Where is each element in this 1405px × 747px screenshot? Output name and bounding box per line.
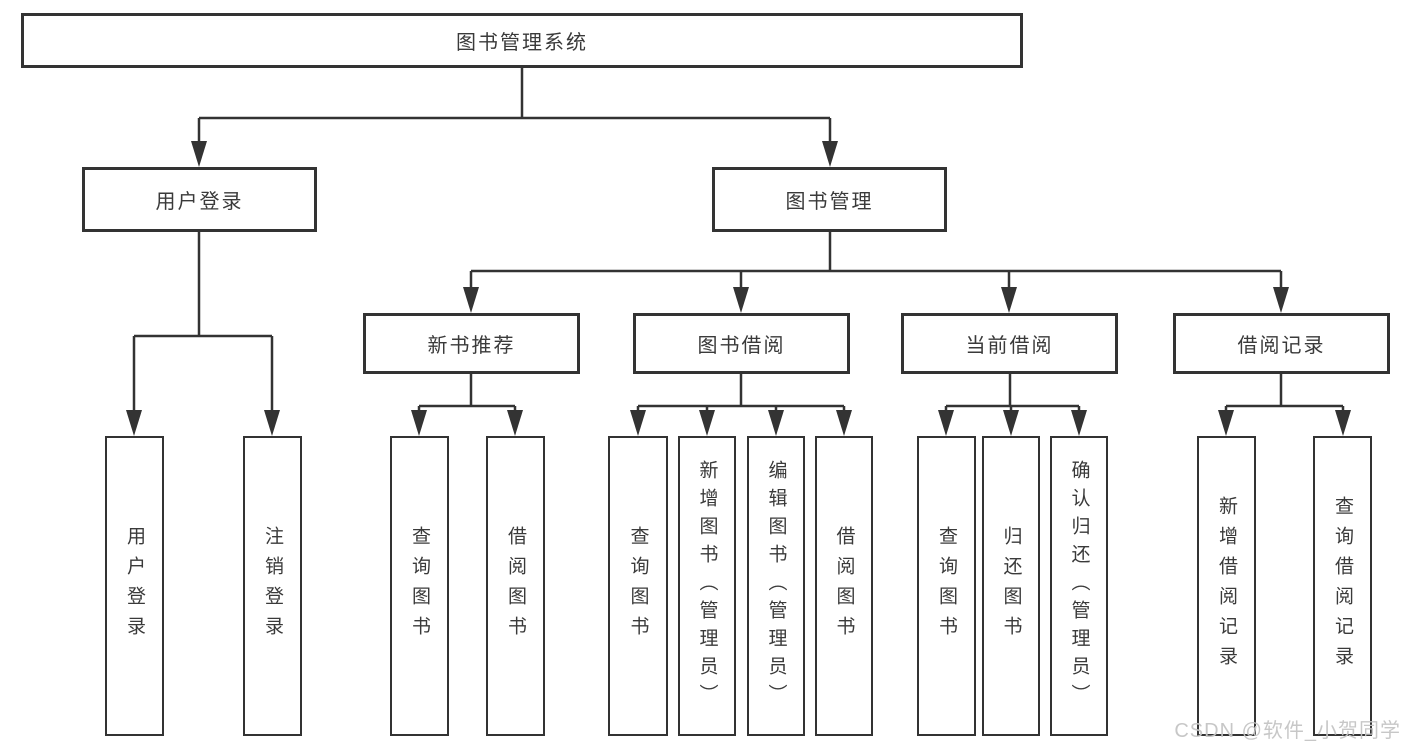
- node-label: 图书管理: [785, 191, 874, 213]
- node-label: 用户登录: [155, 191, 244, 213]
- node-label: 当前借阅: [965, 335, 1054, 357]
- arrow-stems-login-leaves: [132, 336, 274, 420]
- node-label: 查询图书: [627, 526, 649, 646]
- csdn-watermark: CSDN @软件_小贺同学: [1174, 720, 1401, 742]
- node-book-borrowing: 图书借阅: [633, 313, 850, 374]
- leaf-add-borrow-record: 新增借阅记录: [1197, 436, 1256, 736]
- node-label: 查询图书: [409, 526, 430, 646]
- leaf-query-books-recommend: 查询图书: [390, 436, 449, 736]
- node-label: 新书推荐: [427, 335, 516, 357]
- connector-current-rail: [946, 374, 1079, 408]
- arrow-stems-leaves: [417, 406, 1345, 424]
- leaf-query-borrow-record: 查询借阅记录: [1313, 436, 1372, 736]
- node-label: 新增借阅记录: [1216, 496, 1237, 676]
- node-label: 用户登录: [124, 526, 145, 646]
- leaf-confirm-return-admin: 确认归还（管理员）: [1050, 436, 1108, 736]
- node-new-book-recommend: 新书推荐: [363, 313, 580, 374]
- leaf-user-login: 用户登录: [105, 436, 164, 736]
- node-library-management-system: 图书管理系统: [21, 13, 1023, 68]
- connector-root-rail: [199, 68, 830, 120]
- arrow-stems-level2: [197, 118, 832, 150]
- node-label: 借阅图书: [833, 526, 855, 646]
- connector-mgmt-rail: [471, 232, 1281, 273]
- node-user-login: 用户登录: [82, 167, 317, 232]
- connector-recommend-rail: [419, 374, 515, 408]
- leaf-edit-books-admin: 编辑图书（管理员）: [747, 436, 805, 736]
- leaf-query-books-current: 查询图书: [917, 436, 976, 736]
- leaf-logout: 注销登录: [243, 436, 302, 736]
- node-label: 图书借阅: [697, 335, 786, 357]
- node-label: 查询借阅记录: [1332, 496, 1353, 676]
- node-label: 图书管理系统: [456, 32, 588, 54]
- connector-login-rail: [134, 232, 272, 338]
- leaf-borrow-books-recommend: 借阅图书: [486, 436, 545, 736]
- connector-record-rail: [1226, 374, 1343, 408]
- node-label: 注销登录: [262, 526, 283, 646]
- node-current-borrowing: 当前借阅: [901, 313, 1118, 374]
- node-label: 查询图书: [936, 526, 957, 646]
- node-label: 借阅记录: [1237, 335, 1326, 357]
- leaf-borrow-books: 借阅图书: [815, 436, 873, 736]
- node-label: 借阅图书: [505, 526, 526, 646]
- arrow-stems-level3: [469, 271, 1283, 297]
- arrowheads: [126, 141, 1351, 436]
- connector-borrow-rail: [638, 374, 844, 408]
- node-label: 归还图书: [1000, 526, 1022, 646]
- leaf-query-books-borrowing: 查询图书: [608, 436, 668, 736]
- node-label: 编辑图书（管理员）: [765, 460, 787, 712]
- node-book-management: 图书管理: [712, 167, 947, 232]
- leaf-add-books-admin: 新增图书（管理员）: [678, 436, 736, 736]
- node-label: 确认归还（管理员）: [1068, 460, 1090, 712]
- node-label: 新增图书（管理员）: [696, 460, 718, 712]
- node-borrowing-records: 借阅记录: [1173, 313, 1390, 374]
- leaf-return-books: 归还图书: [982, 436, 1040, 736]
